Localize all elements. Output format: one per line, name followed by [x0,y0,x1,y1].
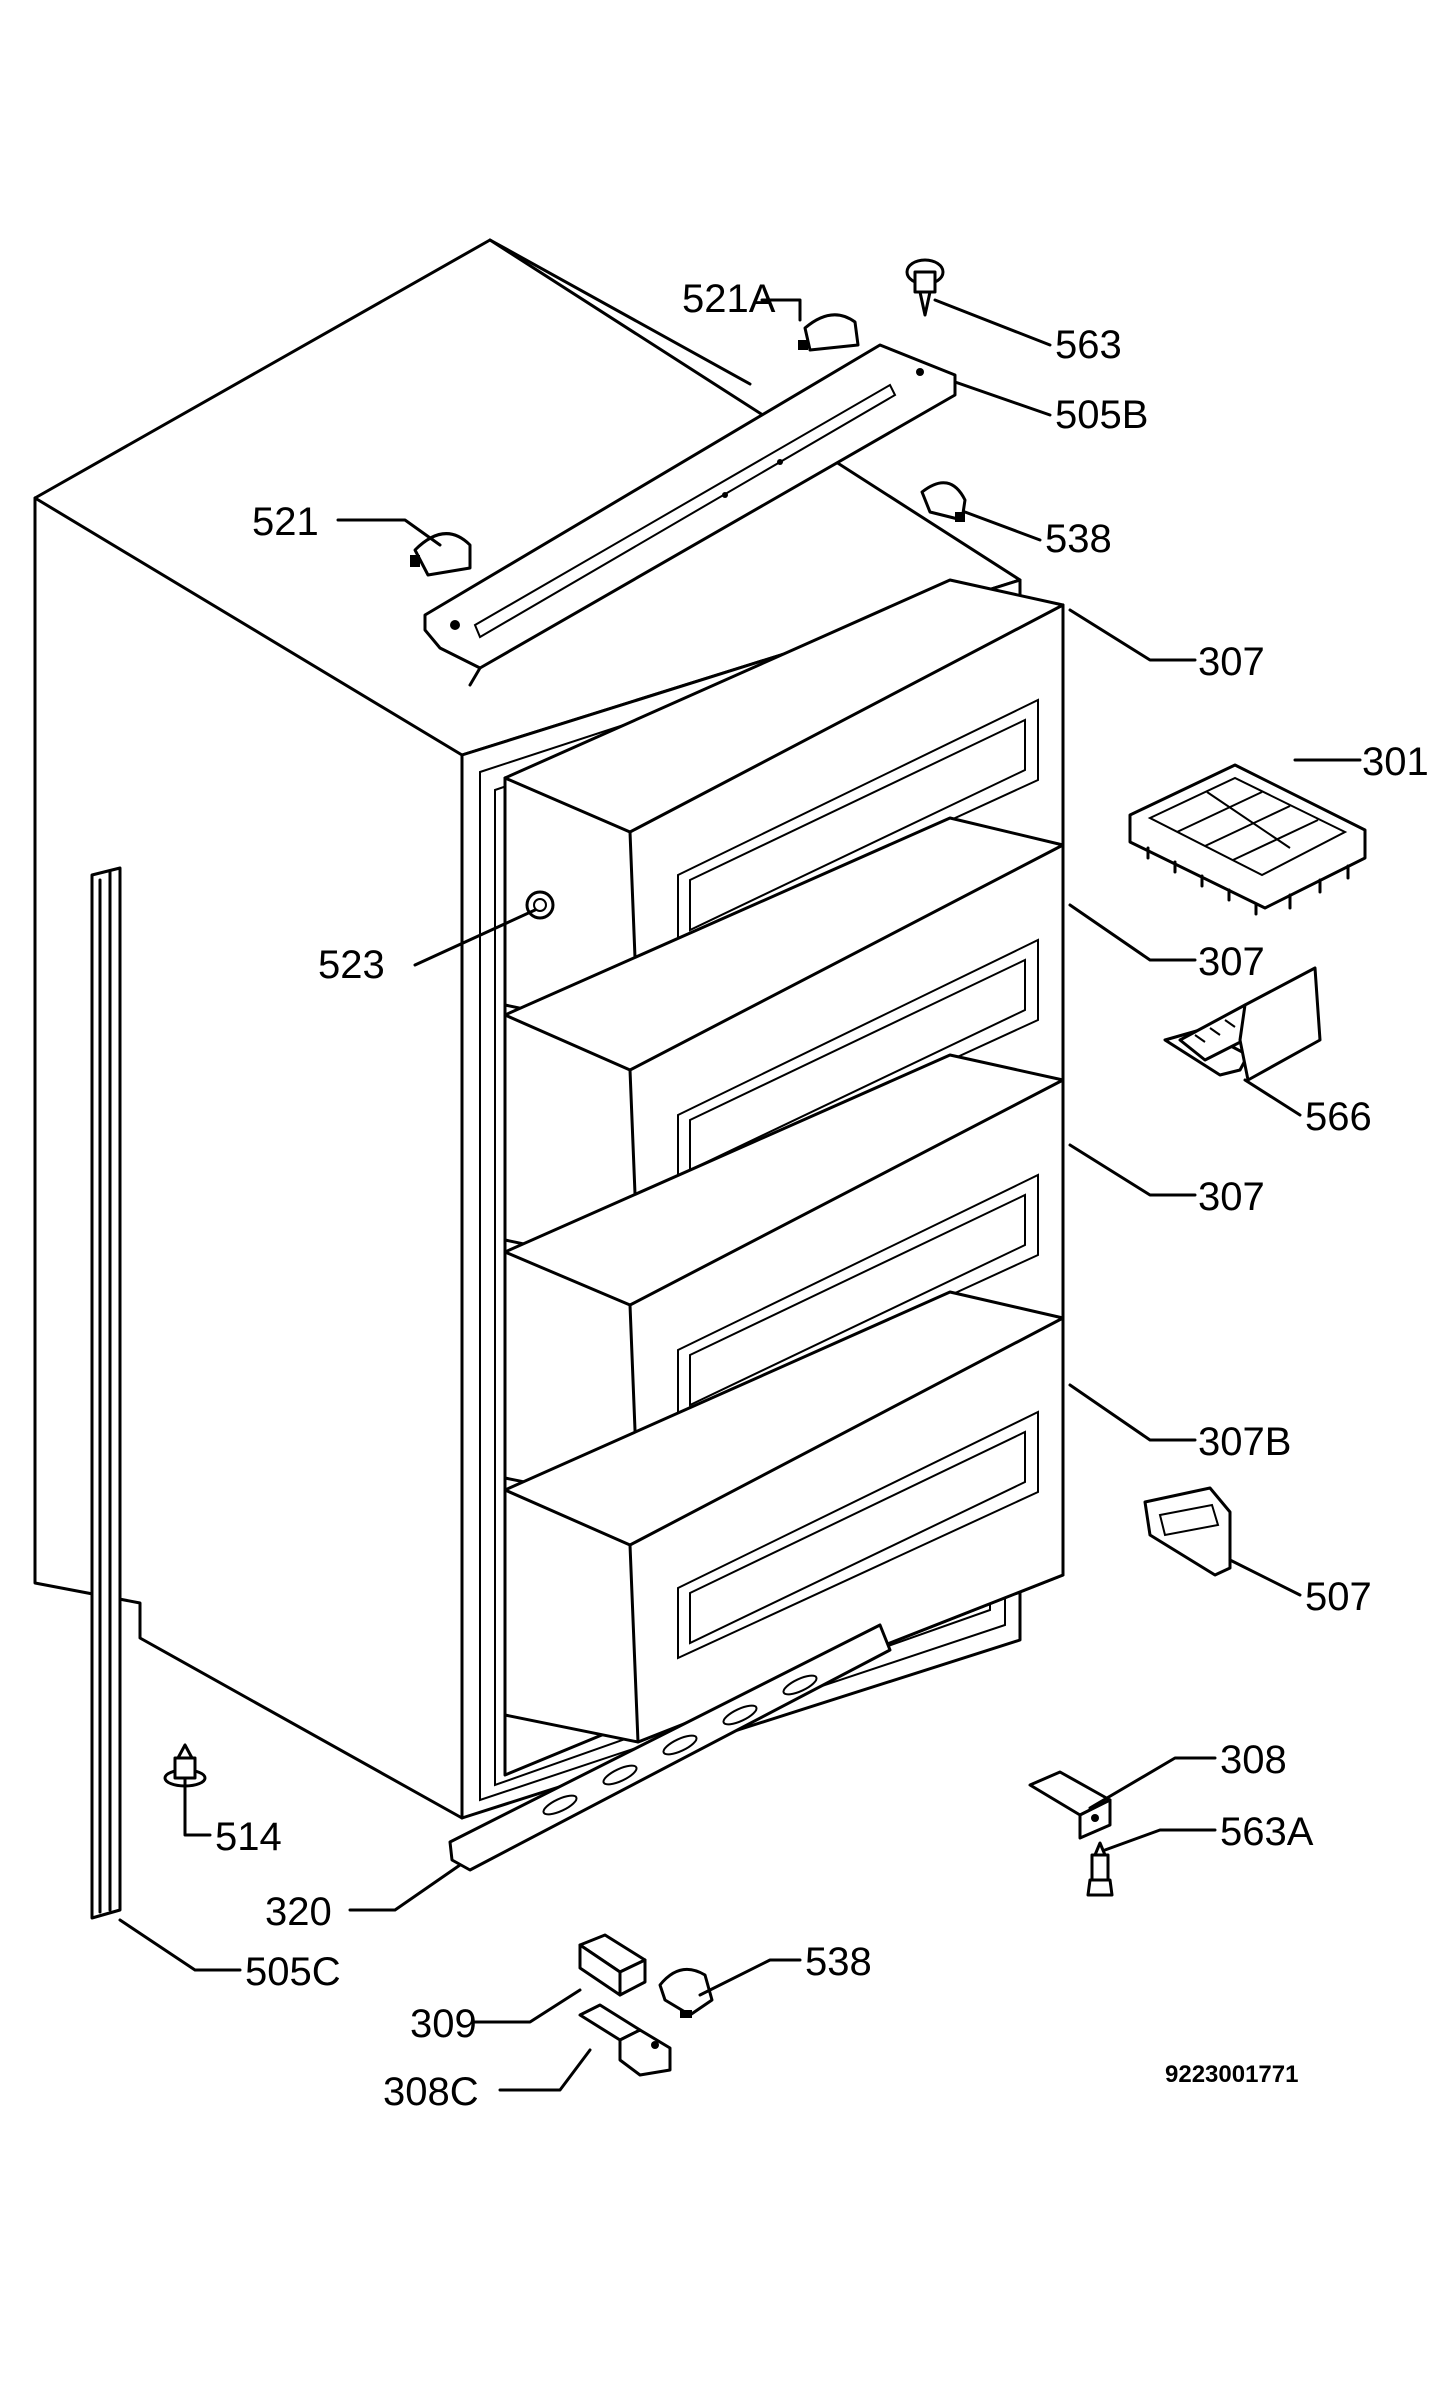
part-514-foot [163,1743,207,1788]
part-563-screw [905,258,945,317]
part-566-scraper [1163,966,1322,1082]
part-521A-cap [798,313,860,352]
label-538-bottom: 538 [805,1940,872,1984]
label-507: 507 [1305,1575,1372,1619]
label-505C: 505C [245,1950,341,1994]
label-523: 523 [318,943,385,987]
part-521-cap [410,532,472,577]
label-521: 521 [252,500,319,544]
drawer-4 [503,1290,1065,1744]
label-301: 301 [1362,740,1429,784]
label-307-a: 307 [1198,640,1265,684]
part-labels: 521A 563 505B 521 538 307 301 523 307 56… [215,277,1429,2114]
part-308C-hinge [578,2003,672,2077]
label-308C: 308C [383,2070,479,2114]
part-538-cap-bottom [658,1967,714,2018]
part-523-knob [525,890,555,920]
part-538-cap-top [920,481,967,522]
label-307-b: 307 [1198,940,1265,984]
part-563A-screw [1086,1841,1114,1897]
bottom-rail-320 [448,1623,892,1872]
part-301-ice-tray [1128,763,1367,916]
label-563A: 563A [1220,1810,1314,1854]
label-307-c: 307 [1198,1175,1265,1219]
label-505B: 505B [1055,393,1148,437]
label-308: 308 [1220,1738,1287,1782]
label-563: 563 [1055,323,1122,367]
label-566: 566 [1305,1095,1372,1139]
part-308-hinge [1028,1770,1112,1840]
part-507-handle [1143,1486,1232,1577]
label-514: 514 [215,1815,282,1859]
label-309: 309 [410,2002,477,2046]
leader-lines [118,298,1362,2092]
label-320: 320 [265,1890,332,1934]
label-538-top: 538 [1045,517,1112,561]
top-rail-505B [423,343,957,687]
label-307B: 307B [1198,1420,1291,1464]
part-309-block [578,1933,647,1997]
label-521A: 521A [682,277,776,321]
serial-number: 9223001771 [1165,2061,1298,2088]
door-seal-505C [90,866,122,1920]
